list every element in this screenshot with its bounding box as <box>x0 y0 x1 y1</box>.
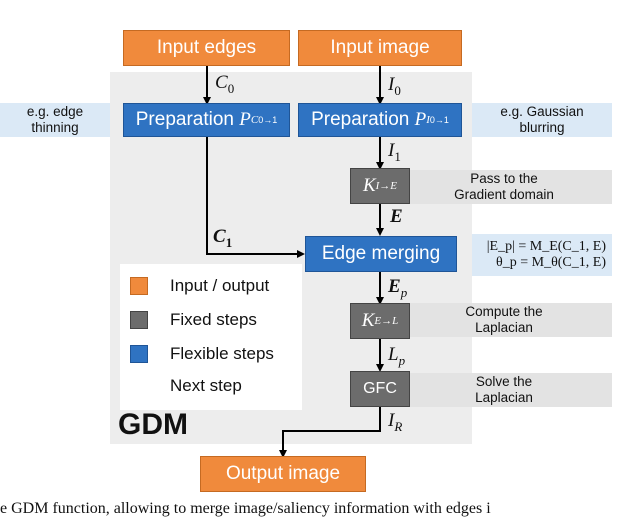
note-merge-formulas: |E_p| = M_E(C_1, E) θ_p = M_θ(C_1, E) <box>472 234 612 276</box>
edge-merging-box: Edge merging <box>305 236 457 272</box>
note-gaussian: e.g. Gaussian blurring <box>472 103 612 137</box>
note-edge-thinning: e.g. edge thinning <box>0 103 110 137</box>
label-c0: C0 <box>215 72 235 96</box>
label-i0: I0 <box>388 74 401 98</box>
output-image-box: Output image <box>200 456 366 492</box>
arrow-c1 <box>206 137 305 258</box>
merge-formula-angle: θ_p = M_θ(C_1, E) <box>496 255 606 270</box>
legend-item-fixed: Fixed steps <box>130 310 257 330</box>
label-e: E <box>390 206 403 227</box>
label-i1: I1 <box>388 140 401 164</box>
label-c1: C1 <box>213 226 233 250</box>
input-image-box: Input image <box>298 30 462 66</box>
merge-formula-magnitude: |E_p| = M_E(C_1, E) <box>486 239 606 254</box>
figure-caption: e GDM function, allowing to merge image/… <box>0 500 491 517</box>
label-ir: IR <box>388 410 403 434</box>
legend: Input / output Fixed steps Flexible step… <box>120 264 302 410</box>
arrow-ir <box>279 407 381 458</box>
legend-item-io: Input / output <box>130 276 269 296</box>
legend-swatch-blue <box>130 345 148 363</box>
gdm-title: GDM <box>118 408 188 441</box>
legend-arrow-placeholder <box>130 377 148 395</box>
note-solve: Solve the Laplacian <box>396 373 612 407</box>
legend-item-next: Next step <box>130 376 242 396</box>
input-edges-box: Input edges <box>123 30 290 66</box>
note-gradient: Pass to the Gradient domain <box>396 170 612 204</box>
label-ep: Ep <box>388 276 408 300</box>
gfc-box: GFC <box>350 371 410 407</box>
legend-item-flexible: Flexible steps <box>130 344 274 364</box>
label-lp: Lp <box>388 344 406 368</box>
legend-swatch-gray <box>130 311 148 329</box>
note-laplacian: Compute the Laplacian <box>396 303 612 337</box>
legend-swatch-orange <box>130 277 148 295</box>
